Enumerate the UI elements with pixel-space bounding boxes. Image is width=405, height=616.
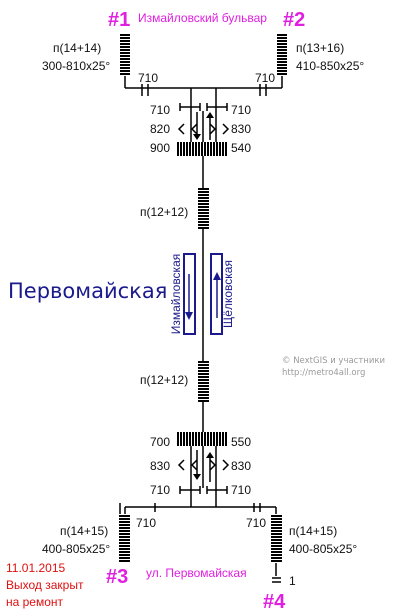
exit-2-number: #2 (283, 9, 305, 31)
exit-2-stairs: п(13+16) (296, 41, 344, 55)
platform-left-direction: Измайловская (169, 254, 183, 335)
notice-date: 11.01.2015 (6, 561, 65, 575)
south-door-right: 710 (231, 483, 251, 497)
lower-passage-stairs-label: п(12+12) (140, 373, 188, 387)
exit-2-staircase (277, 34, 287, 75)
south-direction-arrows (193, 450, 214, 482)
north-stair-left: 900 (150, 141, 170, 155)
upper-passage-stairs (198, 188, 209, 229)
exit-3-number: #3 (106, 566, 128, 588)
exit-4-number: #4 (263, 591, 286, 613)
north-turnstile-right: 830 (231, 122, 251, 136)
exit-4-step: 710 (246, 516, 266, 530)
exit-4-stairs: п(14+15) (289, 524, 337, 538)
exit-1-number: #1 (108, 9, 130, 31)
exit-2-ramp: 410-850x25° (296, 59, 364, 73)
south-stair-left: 700 (150, 435, 170, 449)
south-connector (119, 490, 277, 514)
north-vestibule-stairs (177, 142, 227, 156)
exit-3-ramp: 400-805x25° (42, 542, 110, 556)
north-turnstile-left: 820 (150, 122, 170, 136)
credit-link[interactable]: http://metro4all.org (282, 368, 365, 378)
south-vestibule-stairs (177, 432, 227, 446)
exit-4-single-step-label: 1 (289, 574, 296, 588)
exit-3-stairs: п(14+15) (60, 524, 108, 538)
exit-2-step: 710 (255, 71, 275, 85)
south-door-left: 710 (150, 483, 170, 497)
south-turnstile-right: 830 (231, 459, 251, 473)
north-connector (124, 76, 283, 107)
exit-1-stairs: п(14+14) (53, 41, 101, 55)
exit-1-title: Измайловский бульвар (138, 11, 267, 25)
exit-1-ramp: 300-810x25° (42, 59, 110, 73)
south-vestibule-structure (177, 446, 230, 494)
north-door-left: 710 (150, 103, 170, 117)
station-name: Первомайская (8, 279, 167, 303)
exit-4-staircase (271, 515, 282, 562)
notice-line-2: на ремонт (6, 595, 64, 609)
notice-line-1: Выход закрыт (6, 578, 84, 592)
exit-3-step: 710 (136, 516, 156, 530)
lower-passage-stairs (198, 361, 209, 402)
north-stair-right: 540 (231, 141, 251, 155)
exit-4-ramp: 400-805x25° (289, 542, 357, 556)
upper-passage-stairs-label: п(12+12) (140, 205, 188, 219)
south-stair-right: 550 (231, 435, 251, 449)
south-turnstile-left: 830 (150, 459, 170, 473)
exit-3-title: ул. Первомайская (146, 566, 247, 580)
north-direction-arrows (193, 112, 214, 140)
north-door-right: 710 (231, 103, 251, 117)
platform (183, 240, 223, 350)
exit-3-staircase (119, 515, 130, 562)
exit-1-staircase (120, 34, 130, 75)
credit-line-1: © NextGIS и участники (282, 356, 385, 366)
platform-right-direction: Щёлковская (221, 260, 235, 328)
exit-4-single-step (272, 563, 281, 583)
exit-1-step: 710 (138, 71, 158, 85)
north-vestibule-structure (177, 103, 230, 142)
